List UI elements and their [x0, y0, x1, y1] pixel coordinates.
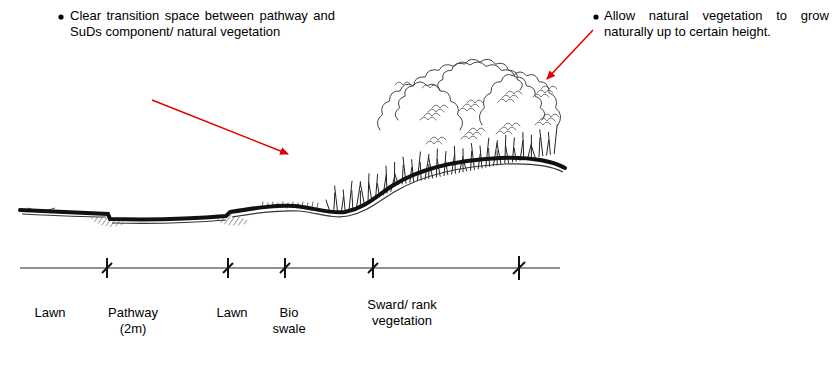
- bullet: [593, 14, 598, 19]
- zone-label: Lawn: [210, 305, 254, 321]
- vegetation-sketch: [262, 59, 561, 212]
- zone-label: Pathway (2m): [98, 305, 168, 337]
- scale-ticks: [102, 256, 525, 280]
- callout-note: Allow natural vegetation to grow natural…: [604, 8, 829, 40]
- zone-label: Sward/ rank vegetation: [360, 297, 444, 329]
- ground-profile: [20, 158, 565, 220]
- callout-note: Clear transition space between pathway a…: [70, 8, 335, 40]
- leader-arrow: [152, 100, 288, 154]
- bullet: [58, 14, 63, 19]
- leader-arrow: [547, 30, 593, 79]
- scale-line: [20, 267, 560, 268]
- zone-label: Lawn: [28, 305, 72, 321]
- zone-label: Bio swale: [266, 305, 312, 337]
